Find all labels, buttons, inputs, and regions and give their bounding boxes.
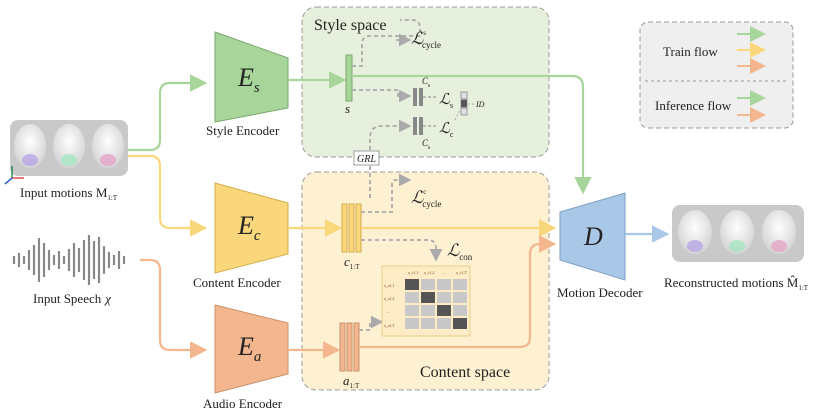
flow-s-to-decoder [352, 74, 592, 195]
loss-ls: ℒs [439, 92, 453, 110]
decoder-label: Motion Decoder [557, 285, 643, 300]
matrix-col-label-4: a_c1,T [456, 270, 468, 276]
matrix-cell-negative [453, 292, 467, 303]
style-encoder-block [214, 31, 289, 123]
style-space-box [301, 6, 550, 158]
matrix-cell-negative [421, 305, 435, 316]
classifier-cs-top-bar1 [413, 88, 417, 106]
style-vector-s [345, 54, 353, 102]
content-c-label: c1:T [344, 254, 360, 271]
contrastive-matrix: a_c1,1 a_c1,2 ... a_c1,T a_a1,1 a_a1,2 .… [381, 265, 471, 337]
flow-a-to-decoder [359, 235, 557, 349]
motion-decoder-block [559, 192, 626, 281]
matrix-cell-negative [453, 279, 467, 290]
content-encoder-label: Content Encoder [193, 275, 281, 290]
loss-lc: ℒc [439, 121, 454, 139]
flow-speech-to-audio [140, 258, 208, 359]
input-motions-image [4, 120, 128, 185]
matrix-cell-negative [437, 318, 451, 329]
classifier-cs-bot-label: Cs [422, 138, 431, 151]
flow-grl-to-classifier [369, 119, 412, 150]
classifier-cs-bot-bar1 [413, 117, 417, 135]
matrix-cell-negative [453, 305, 467, 316]
matrix-row-label-1: a_a1,1 [384, 283, 395, 289]
matrix-row-label-3: ... [387, 309, 390, 314]
grl-label: GRL [357, 154, 376, 165]
matrix-cell-negative [405, 292, 419, 303]
id-label: ID [475, 100, 485, 109]
matrix-cell-negative [421, 279, 435, 290]
output-label: Reconstructed motions M̂1:T [664, 275, 809, 292]
matrix-cell-negative [437, 292, 451, 303]
content-encoder-symbol: Ec [237, 211, 261, 244]
audio-vector-a [339, 322, 360, 372]
style-s-label: s [345, 101, 350, 116]
grl-box [353, 150, 380, 166]
legend-train-label: Train flow [663, 44, 718, 59]
matrix-row-label-4: a_a1,T [384, 323, 396, 329]
matrix-cell-negative [421, 318, 435, 329]
style-space-title: Style space [314, 17, 386, 34]
reconstructed-motions-image [672, 205, 804, 262]
legend-inference-label: Inference flow [655, 98, 732, 113]
input-motions-label: Input motions M1:T [20, 185, 118, 202]
content-encoder-block [214, 182, 289, 274]
classifier-cs-bot-bar2 [419, 117, 423, 135]
legend: Train flow Inference flow [639, 21, 794, 129]
flow-motions-to-style [128, 74, 208, 152]
matrix-col-label-2: a_c1,2 [424, 270, 435, 276]
audio-encoder-block [214, 304, 289, 394]
audio-a-label: a1:T [343, 373, 360, 390]
matrix-cell-positive [421, 292, 435, 303]
matrix-cell-negative [437, 279, 451, 290]
matrix-cell-negative [405, 305, 419, 316]
style-encoder-symbol: Es [237, 63, 260, 96]
classifier-cs-top-bar2 [419, 88, 423, 106]
matrix-cell-negative [405, 318, 419, 329]
flow-c-to-cycle-c [361, 173, 412, 213]
loss-con: ℒcon [447, 241, 473, 262]
matrix-cell-positive [405, 279, 419, 290]
matrix-cell-positive [437, 305, 451, 316]
classifier-cs-top-label: Cs [422, 76, 431, 89]
matrix-col-label-3: ... [442, 270, 445, 275]
id-onehot [460, 91, 468, 116]
flow-a-to-matrix [359, 315, 384, 331]
flow-motions-to-content [128, 154, 208, 237]
flow-s-to-classifier [352, 89, 412, 103]
speech-waveform [12, 235, 126, 285]
matrix-row-label-2: a_a1,2 [384, 296, 395, 302]
matrix-col-label-1: a_c1,1 [408, 270, 419, 276]
matrix-cell-positive [453, 318, 467, 329]
decoder-symbol: D [583, 222, 603, 251]
content-space-title: Content space [420, 364, 510, 381]
audio-encoder-symbol: Ea [237, 332, 261, 365]
content-vector-c [341, 203, 362, 253]
audio-encoder-label: Audio Encoder [203, 396, 283, 411]
flow-c-to-con [361, 239, 443, 262]
style-encoder-label: Style Encoder [206, 123, 280, 138]
